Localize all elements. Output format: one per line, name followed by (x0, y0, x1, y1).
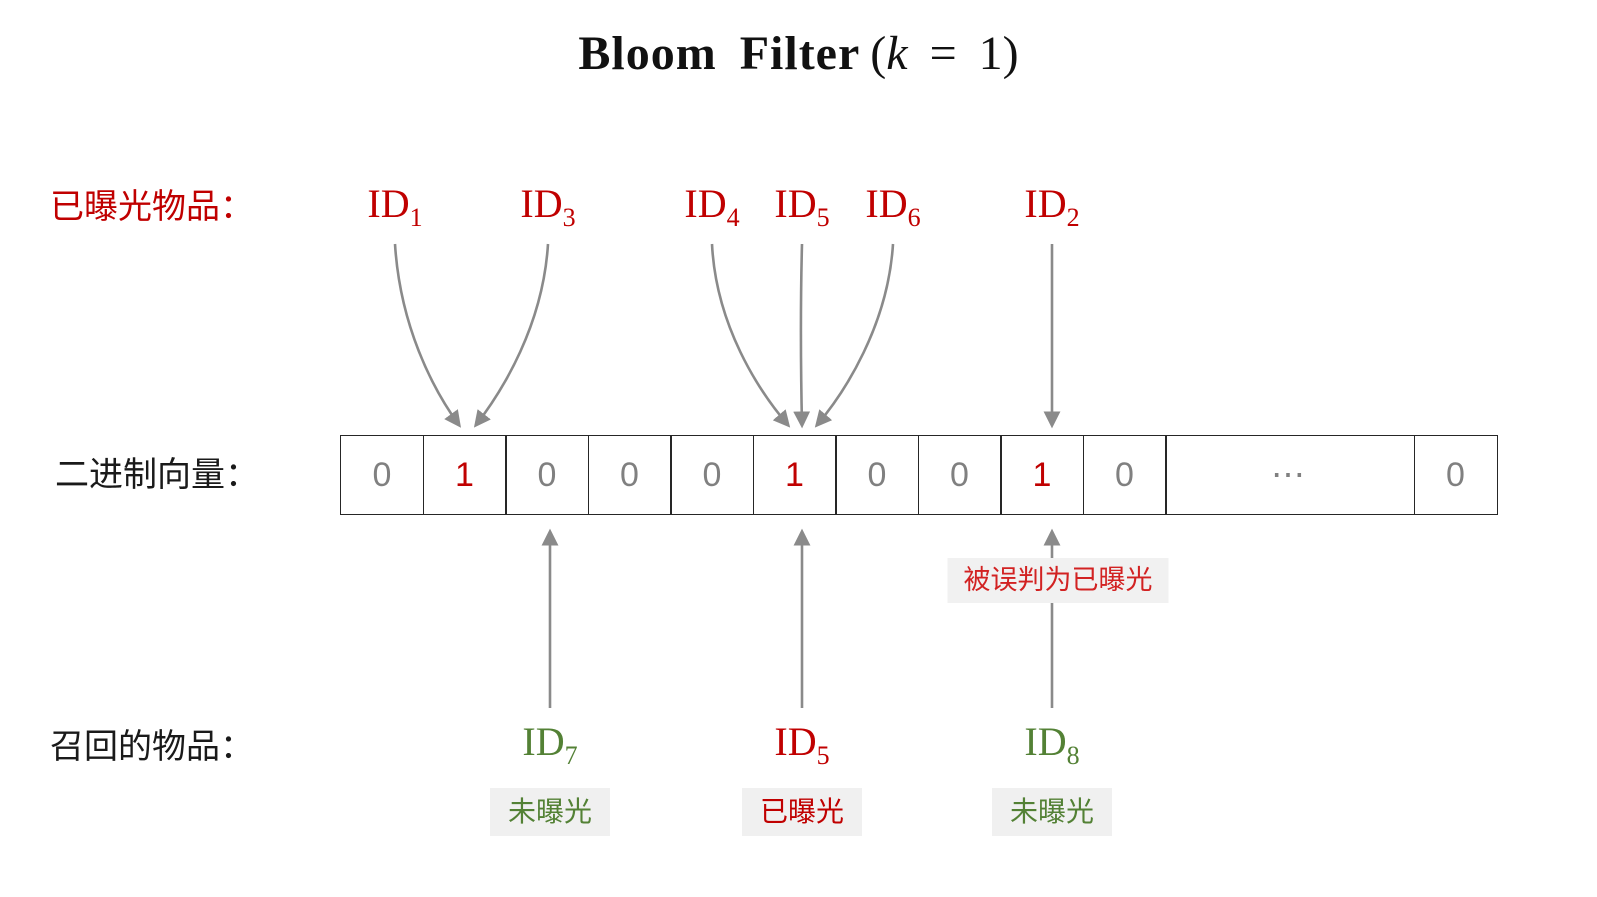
recalled-id-8: ID8 (1024, 719, 1079, 769)
title-k-variable: k (886, 27, 908, 80)
exposed-id-5-sub: 5 (816, 203, 830, 232)
exposed-id-6: ID6 (865, 181, 920, 231)
bit-cell-6: 0 (835, 435, 919, 515)
bit-cell-4: 0 (670, 435, 754, 515)
bit-cell-ellipsis: ⋯ (1165, 435, 1415, 515)
recalled-id-5-sub: 5 (816, 741, 830, 770)
exposed-id-4-sub: 4 (726, 203, 740, 232)
recalled-items-label: 召回的物品： (50, 728, 254, 766)
exposed-id-6-base: ID (865, 181, 908, 226)
title-main: Bloom Filter (578, 27, 861, 80)
recalled-id-7-base: ID (522, 719, 565, 764)
arrow-id5-to-bit5 (793, 243, 811, 429)
bit-cell-2: 0 (505, 435, 589, 515)
recalled-id-8-sub: 8 (1066, 741, 1080, 770)
false-positive-callout: 被误判为已曝光 (947, 558, 1169, 603)
exposed-id-5-base: ID (774, 181, 817, 226)
exposed-id-2: ID2 (1024, 181, 1079, 231)
arrow-id1-to-bit1 (393, 243, 461, 428)
exposed-id-1-sub: 1 (409, 203, 423, 232)
bit-cell-8: 1 (1000, 435, 1084, 515)
diagram-title: Bloom Filter(k = 1) (0, 26, 1597, 81)
recalled-id-5-base: ID (774, 719, 817, 764)
recalled-id-7: ID7 (522, 719, 577, 769)
exposed-id-1-base: ID (367, 181, 410, 226)
exposed-id-1: ID1 (367, 181, 422, 231)
exposed-id-4-base: ID (684, 181, 727, 226)
exposed-id-3-base: ID (520, 181, 563, 226)
recalled-id-8-base: ID (1024, 719, 1067, 764)
status-badge-not-exposed-2: 未曝光 (991, 788, 1113, 836)
bit-cell-last: 0 (1413, 435, 1498, 515)
bit-cell-5: 1 (752, 435, 837, 515)
bit-cell-3: 0 (587, 435, 672, 515)
exposed-id-2-base: ID (1024, 181, 1067, 226)
status-badge-exposed: 已曝光 (741, 788, 863, 836)
recalled-id-7-sub: 7 (564, 741, 578, 770)
exposed-id-2-sub: 2 (1066, 203, 1080, 232)
title-parameter: (k = 1) (870, 27, 1018, 80)
bit-cell-9: 0 (1082, 435, 1167, 515)
binary-vector: 0 1 0 0 0 1 0 0 1 0 ⋯ 0 (340, 435, 1498, 515)
title-param-close: = 1) (907, 27, 1019, 80)
recalled-id-5: ID5 (774, 719, 829, 769)
binary-vector-label: 二进制向量： (55, 456, 259, 494)
bit-cell-1: 1 (422, 435, 507, 515)
bit-cell-0: 0 (340, 435, 424, 515)
arrow-id6-to-bit5 (814, 243, 895, 428)
exposed-id-3: ID3 (520, 181, 575, 231)
arrow-id4-to-bit5 (710, 243, 791, 428)
title-param-open: ( (870, 27, 887, 80)
exposed-items-label: 已曝光物品： (50, 188, 254, 226)
exposed-id-4: ID4 (684, 181, 739, 231)
exposed-id-3-sub: 3 (562, 203, 576, 232)
bit-cell-7: 0 (917, 435, 1002, 515)
arrow-id3-to-bit1 (473, 243, 550, 428)
status-badge-not-exposed-1: 未曝光 (489, 788, 611, 836)
exposed-id-6-sub: 6 (907, 203, 921, 232)
exposed-id-5: ID5 (774, 181, 829, 231)
